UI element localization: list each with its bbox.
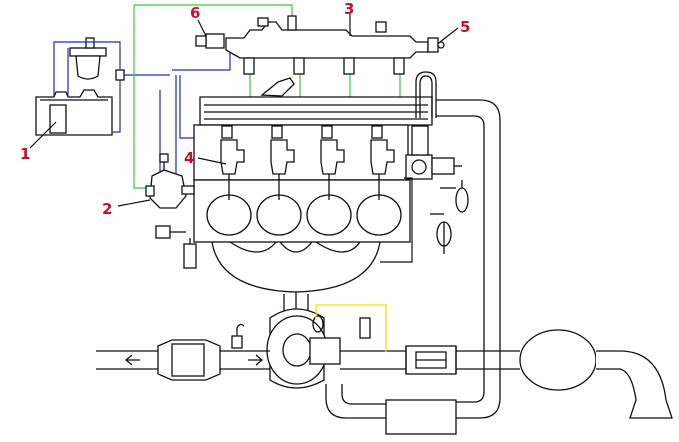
air-filter (519, 329, 597, 391)
turbocharger (266, 308, 341, 389)
intake-pipe-bend (415, 71, 437, 118)
intercooler-loop (325, 99, 501, 435)
callout-1: 1 (20, 145, 30, 163)
intake-manifold (199, 96, 433, 126)
callout-2: 2 (102, 200, 112, 218)
callout-3: 3 (344, 0, 354, 18)
leader-lines (29, 14, 459, 207)
injectors (220, 139, 395, 200)
throttle-injector (260, 77, 295, 97)
intake-air-pipe (340, 317, 520, 375)
right-sensors (430, 180, 469, 254)
pressure-regulator (427, 37, 445, 53)
lower-left-sensors (155, 225, 197, 269)
fuel-connector (115, 69, 125, 81)
callout-labels: 1 2 3 4 5 6 (20, 0, 470, 218)
callout-4: 4 (184, 149, 194, 167)
fuel-filter (69, 37, 107, 80)
callout-6: 6 (190, 4, 200, 22)
lambda-sensor (231, 323, 245, 349)
sensor-wire (315, 304, 387, 352)
air-intake-snorkel (596, 350, 673, 419)
right-actuator (405, 125, 462, 180)
callout-5: 5 (460, 18, 470, 36)
exhaust-pipe (96, 339, 270, 381)
fuel-rail (225, 15, 429, 75)
fuel-module (145, 153, 195, 209)
pressure-sensor (195, 33, 225, 49)
exhaust-manifold (211, 241, 381, 312)
return-line (380, 177, 413, 263)
fuel-tank (35, 89, 113, 136)
